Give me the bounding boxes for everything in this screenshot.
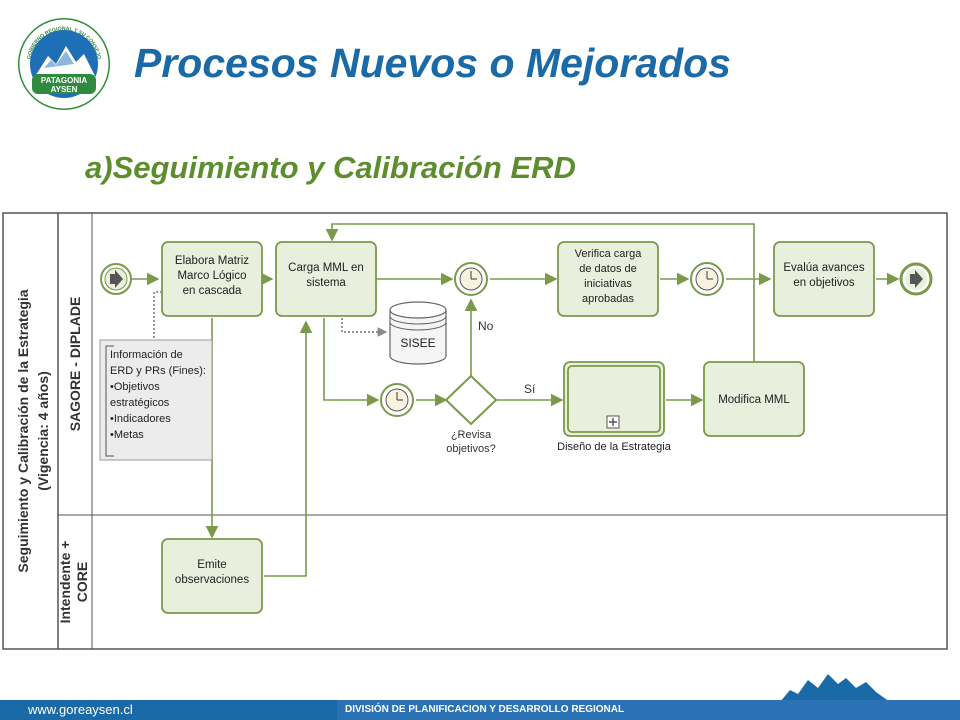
svg-text:Modifica MML: Modifica MML bbox=[718, 394, 790, 406]
footer-division-band: DIVISIÓN DE PLANIFICACION Y DESARROLLO R… bbox=[337, 700, 960, 720]
svg-text:Carga MML en: Carga MML en bbox=[288, 262, 364, 274]
svg-text:SISEE: SISEE bbox=[400, 336, 435, 350]
svg-text:en cascada: en cascada bbox=[183, 285, 242, 297]
pool-label: Seguimiento y Calibración de la Estrateg… bbox=[15, 289, 31, 572]
end-event bbox=[899, 262, 933, 296]
start-event bbox=[100, 263, 132, 295]
footer-bar: www.goreaysen.cl DIVISIÓN DE PLANIFICACI… bbox=[0, 700, 960, 720]
gateway-revisa-objetivos bbox=[444, 374, 498, 426]
task-emite-observaciones: Emite observaciones bbox=[161, 538, 263, 614]
logo-line2: AYSEN bbox=[51, 85, 78, 94]
svg-text:de datos de: de datos de bbox=[579, 263, 637, 275]
svg-text:observaciones: observaciones bbox=[175, 574, 249, 586]
bpmn-diagram: Seguimiento y Calibración de la Estrateg… bbox=[2, 212, 948, 650]
text-annotation: Información de ERD y PRs (Fines): •Objet… bbox=[99, 339, 213, 461]
svg-text:•Metas: •Metas bbox=[110, 429, 144, 441]
lane-label-intendente: Intendente + bbox=[57, 541, 73, 624]
lane-label-core: CORE bbox=[74, 562, 90, 602]
footer-division-text: DIVISIÓN DE PLANIFICACION Y DESARROLLO R… bbox=[345, 704, 625, 715]
flow-label-si: Sí bbox=[524, 382, 536, 396]
svg-text:Emite: Emite bbox=[197, 559, 226, 571]
timer-event-3 bbox=[380, 383, 414, 417]
subprocess-diseno-estrategia bbox=[563, 361, 665, 437]
gateway-label-2: objetivos? bbox=[446, 443, 496, 455]
gateway-label-1: ¿Revisa bbox=[451, 429, 492, 441]
patagonia-aysen-logo: PATAGONIA AYSEN GOBIERNO REGIONAL Y SU C… bbox=[18, 18, 110, 110]
pool-label-vigencia: (Vigencia: 4 años) bbox=[35, 371, 51, 491]
lane-label-sagore: SAGORE - DIPLADE bbox=[67, 297, 83, 432]
timer-event-1 bbox=[454, 262, 488, 296]
task-evalua-avances: Evalúa avances en objetivos bbox=[773, 241, 875, 317]
flow-label-no: No bbox=[478, 319, 494, 333]
svg-text:•Objetivos: •Objetivos bbox=[110, 381, 160, 393]
svg-text:•Indicadores: •Indicadores bbox=[110, 413, 171, 425]
svg-text:sistema: sistema bbox=[306, 277, 346, 289]
page-title: Procesos Nuevos o Mejorados bbox=[134, 40, 731, 86]
task-carga-mml: Carga MML en sistema bbox=[275, 241, 377, 317]
task-modifica-mml: Modifica MML bbox=[703, 361, 805, 437]
svg-text:aprobadas: aprobadas bbox=[582, 293, 634, 305]
svg-text:Evalúa avances: Evalúa avances bbox=[783, 262, 864, 274]
task-verifica-carga: Verifica carga de datos de iniciativas a… bbox=[557, 241, 659, 317]
subprocess-label: Diseño de la Estrategia bbox=[557, 441, 672, 453]
svg-text:Verifica carga: Verifica carga bbox=[575, 248, 643, 260]
page-subtitle: a)Seguimiento y Calibración ERD bbox=[85, 150, 576, 185]
footer-url-link[interactable]: www.goreaysen.cl bbox=[28, 702, 133, 717]
svg-text:Elabora Matriz: Elabora Matriz bbox=[175, 255, 249, 267]
svg-text:ERD y PRs (Fines):: ERD y PRs (Fines): bbox=[110, 365, 206, 377]
svg-text:Información de: Información de bbox=[110, 349, 183, 361]
logo-line1: PATAGONIA bbox=[41, 76, 87, 85]
svg-text:en objetivos: en objetivos bbox=[793, 277, 855, 289]
task-elabora-matriz: Elabora Matriz Marco Lógico en cascada bbox=[161, 241, 263, 317]
svg-text:iniciativas: iniciativas bbox=[584, 278, 632, 290]
svg-text:Marco Lógico: Marco Lógico bbox=[177, 270, 246, 282]
datastore-sisee: SISEE bbox=[389, 301, 447, 365]
svg-text:estratégicos: estratégicos bbox=[110, 397, 170, 409]
timer-event-2 bbox=[690, 262, 724, 296]
mountain-icon bbox=[780, 674, 890, 702]
